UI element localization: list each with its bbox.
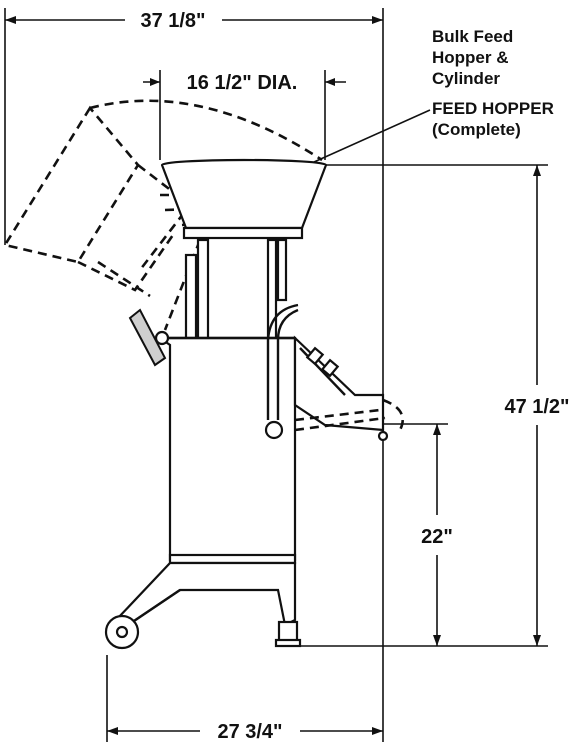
base-width-dimension: 27 3/4" [106,440,384,743]
support-columns [184,238,288,342]
discharge-chute [293,335,404,442]
base-width-label: 27 3/4" [217,721,282,743]
overall-width-label: 37 1/8" [140,10,205,32]
callout-line-1: Bulk Feed [432,27,513,46]
hopper-callout: Bulk Feed Hopper & Cylinder FEED HOPPER … [313,27,554,163]
callout-line-2: Hopper & [432,48,509,67]
overall-height-label: 47 1/2" [504,396,569,418]
overall-width-dimension: 37 1/8" [4,8,384,440]
side-handle [264,303,299,440]
machine-base [104,561,302,650]
left-paddle [128,308,170,367]
machine-body [156,336,297,565]
hopper-diameter-label: 16 1/2" DIA. [187,72,298,94]
hopper-diameter-dimension: 16 1/2" DIA. [143,70,346,160]
callout-line-5: (Complete) [432,120,521,139]
callout-line-4: FEED HOPPER [432,99,554,118]
outlet-height-dimension: 22" [384,423,453,646]
outlet-height-label: 22" [421,526,453,548]
feed-hopper-bowl [160,158,328,240]
callout-line-3: Cylinder [432,69,500,88]
overall-height-dimension: 47 1/2" [300,164,570,647]
callout-leader [313,109,431,163]
